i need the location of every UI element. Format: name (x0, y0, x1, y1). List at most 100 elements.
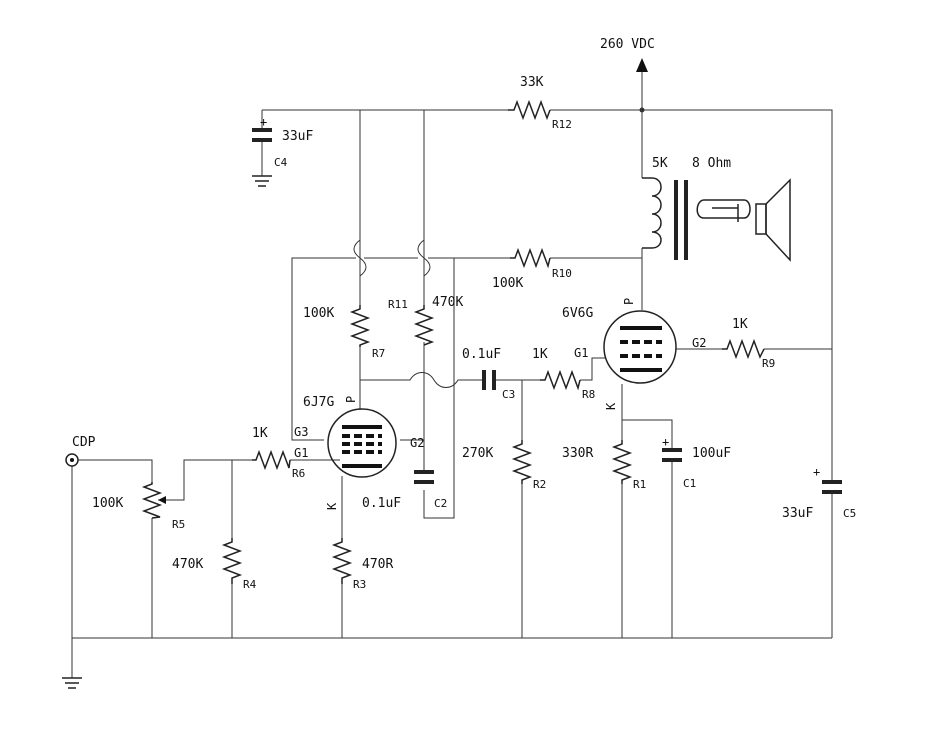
plate-to-c3-wire (360, 372, 482, 388)
v2-plate-pin: P (622, 298, 636, 305)
r6-ref: R6 (292, 467, 305, 480)
c5-polarity: + (813, 465, 820, 479)
wiper-arrow-icon (158, 496, 166, 504)
r9-value: 1K (732, 317, 748, 332)
r8-to-g1-wire (580, 357, 606, 381)
input-to-r5-wire (78, 459, 153, 482)
potentiometer-icon (141, 482, 163, 519)
capacitor-c3: 0.1uF C3 (462, 347, 515, 401)
input-label: CDP (72, 435, 96, 450)
c1-polarity: + (662, 435, 669, 449)
resistor-icon (540, 369, 581, 391)
r6-value: 1K (252, 426, 268, 441)
tube-envelope (603, 310, 677, 384)
r10-ref: R10 (552, 267, 572, 280)
r7-value: 100K (303, 306, 334, 321)
speaker (755, 178, 791, 262)
resistor-r12: 33K R12 (508, 75, 572, 131)
resistor-r6: 1K R6 (252, 426, 305, 480)
resistor-icon (508, 99, 551, 121)
c1-value: 100uF (692, 446, 731, 461)
r9-ref: R9 (762, 357, 775, 370)
junction-dot (639, 107, 645, 113)
c4-ref: C4 (274, 156, 288, 169)
supply-arrow-icon (636, 58, 648, 72)
r2-value: 270K (462, 446, 493, 461)
c4-value: 33uF (282, 129, 313, 144)
hop-r7 (353, 239, 367, 277)
ground-c4 (252, 175, 272, 187)
ground-main (62, 677, 82, 689)
transformer-primary-label: 5K (652, 156, 668, 171)
transformer-secondary-label: 8 Ohm (692, 156, 731, 171)
c5-value: 33uF (782, 506, 813, 521)
c2-value: 0.1uF (362, 496, 401, 511)
resistor-r11: R11 470K (388, 295, 463, 346)
r12-ref: R12 (552, 118, 572, 131)
speaker-magnet-icon (755, 203, 767, 235)
capacitor-c5: + 33uF C5 (782, 465, 856, 521)
tube-v2: 6V6G P K G1 G2 (562, 298, 706, 410)
c3-ref: C3 (502, 388, 515, 401)
v2-type: 6V6G (562, 306, 593, 321)
resistor-r1: 330R R1 (562, 440, 646, 491)
r7-ref: R7 (372, 347, 385, 360)
hop-r11 (417, 239, 431, 277)
transformer-primary-coil (642, 177, 662, 249)
ground-icon (62, 677, 82, 689)
resistor-r2: 270K R2 (462, 440, 546, 491)
c5-ref: C5 (843, 507, 856, 520)
r10-value: 100K (492, 276, 523, 291)
c2-ref: C2 (434, 497, 447, 510)
v1-type: 6J7G (303, 395, 334, 410)
r5-wiper-wire (158, 459, 252, 501)
r5-ref: R5 (172, 518, 185, 531)
v1-cathode-pin: K (325, 502, 339, 510)
r3-value: 470R (362, 557, 393, 572)
resistor-icon (349, 305, 371, 347)
c2-return-wire (423, 258, 455, 519)
resistor-icon (511, 440, 533, 484)
resistor-r7: 100K R7 (303, 305, 385, 360)
r8-value: 1K (532, 347, 548, 362)
input-jack-inner-icon (70, 458, 74, 462)
supply-label: 260 VDC (600, 37, 655, 52)
r1-ref: R1 (633, 478, 646, 491)
v2-g1-pin: G1 (574, 346, 588, 360)
supply-terminal: 260 VDC (600, 37, 655, 72)
input-jack: CDP (65, 435, 96, 467)
v2-g2-pin: G2 (692, 336, 706, 350)
capacitor-c4: + 33uF C4 (252, 115, 313, 169)
potentiometer-r5: 100K R5 (92, 482, 185, 531)
resistor-icon (510, 247, 551, 269)
resistor-r10: 100K R10 (492, 247, 572, 291)
resistor-icon (252, 449, 291, 471)
output-transformer: 5K 8 Ohm (642, 156, 751, 260)
c1-top-wire (622, 419, 673, 448)
tube-envelope (327, 408, 397, 478)
v1-g1-pin: G1 (294, 446, 308, 460)
capacitor-c1: + 100uF C1 (662, 435, 731, 490)
resistor-icon (611, 440, 633, 484)
wiring (71, 72, 833, 678)
tube-v1: 6J7G P K G3 G1 G2 (294, 395, 424, 510)
resistor-icon (413, 305, 435, 346)
resistor-r9: 1K R9 (722, 317, 775, 370)
c4-polarity: + (260, 115, 267, 129)
ground-icon (252, 175, 272, 187)
c1-ref: C1 (683, 477, 696, 490)
v1-g3-pin: G3 (294, 425, 308, 439)
r3-ref: R3 (353, 578, 366, 591)
r2-ref: R2 (533, 478, 546, 491)
secondary-loop (696, 199, 751, 219)
wire-hops (353, 239, 431, 277)
top-rail-right (550, 109, 833, 480)
r12-value: 33K (520, 75, 544, 90)
c3-value: 0.1uF (462, 347, 501, 362)
v1-plate-pin: P (344, 396, 358, 403)
r4-value: 470K (172, 557, 203, 572)
resistor-icon (221, 538, 243, 584)
capacitor-c2: 0.1uF C2 (362, 470, 447, 511)
